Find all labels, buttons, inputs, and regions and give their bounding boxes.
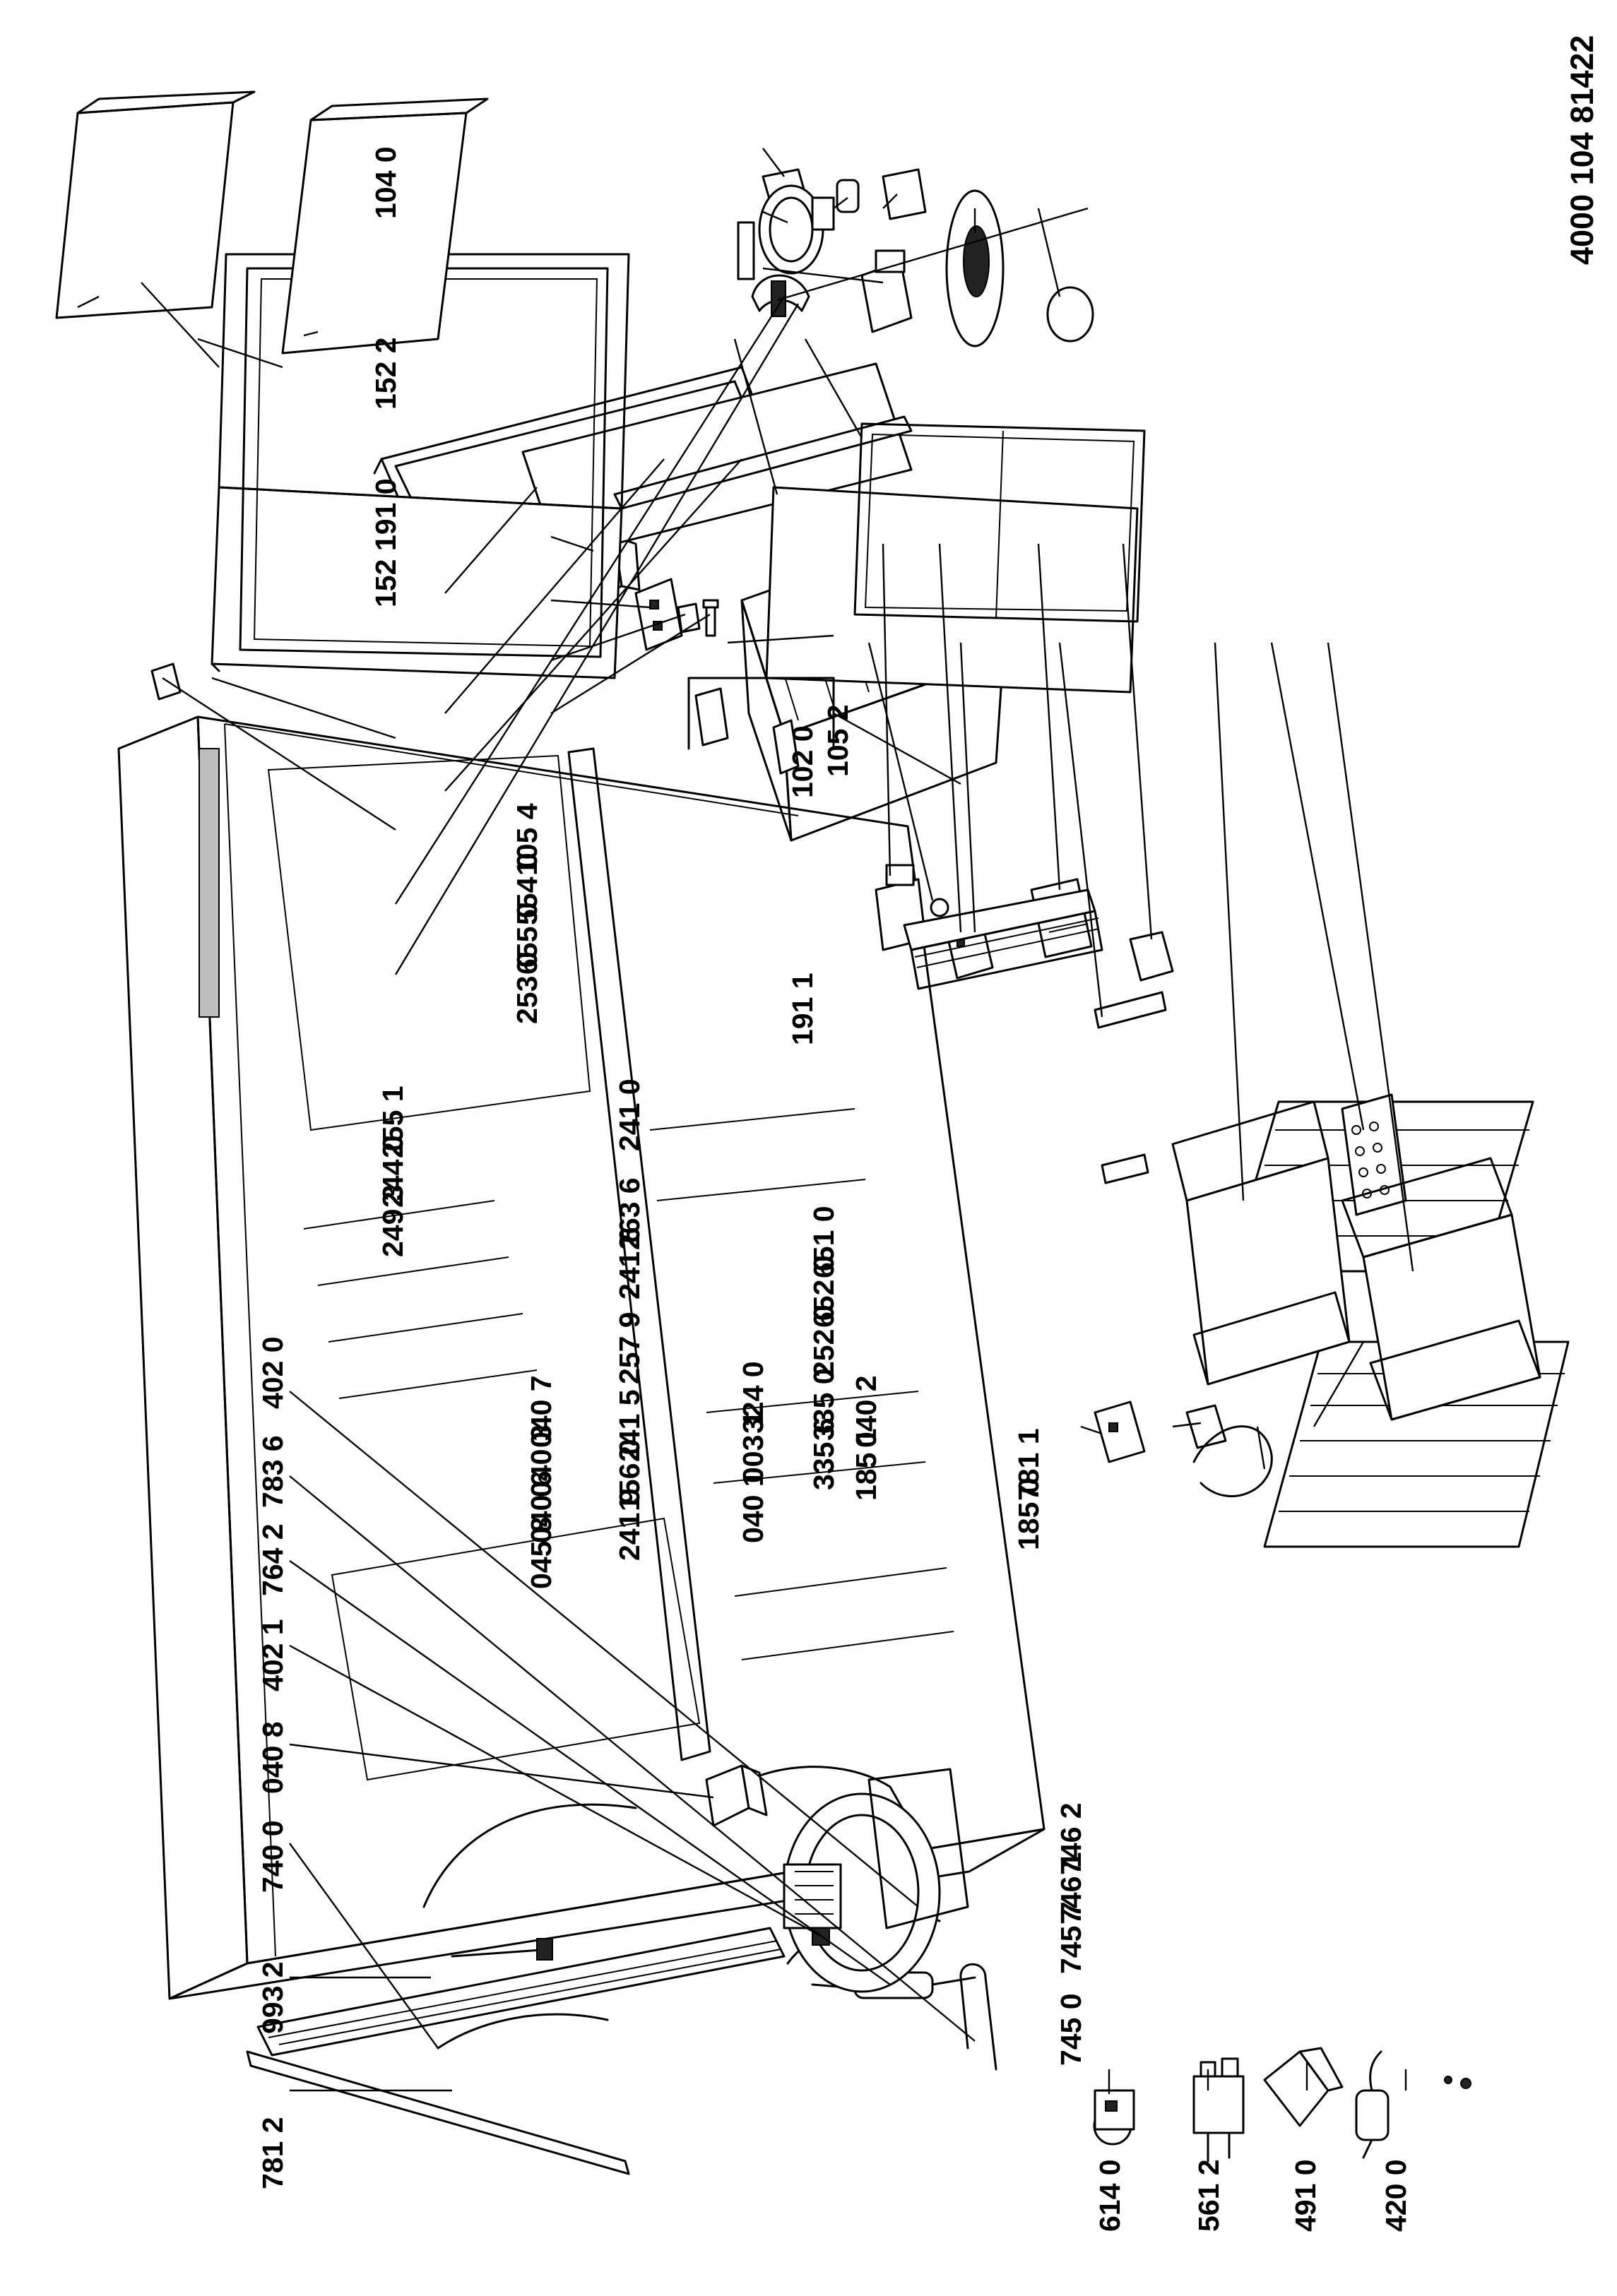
middle-hinge-0403	[634, 578, 683, 651]
label-4200: 420 0	[1380, 2159, 1412, 2232]
label-5540: 554 0	[511, 852, 543, 925]
label-0402: 040 2	[850, 1375, 882, 1448]
foot-1850	[1129, 931, 1174, 982]
label-7836: 783 6	[256, 1435, 289, 1508]
capacitor-420	[1355, 2050, 1471, 2159]
label-1040: 104 0	[369, 146, 402, 219]
label-0031: 003 1	[737, 1410, 769, 1483]
cabinet-body	[117, 715, 1046, 2000]
cover-491	[1263, 2047, 1344, 2127]
door-balcony-1522	[55, 90, 256, 319]
wire-7457	[1192, 1425, 1273, 1497]
cover-7462	[1094, 1400, 1146, 1463]
relay-614	[1093, 2089, 1135, 2146]
label-7457: 745 7	[1055, 1901, 1087, 1974]
freezer-door-1020	[765, 486, 1139, 694]
label-3350: 335 0	[807, 1368, 840, 1441]
label-5612: 561 2	[1192, 2159, 1225, 2232]
label-6550: 655 0	[511, 902, 543, 975]
label-7642: 764 2	[256, 1523, 289, 1596]
label-1911: 191 1	[786, 972, 819, 1045]
clip-7461	[1185, 1404, 1227, 1449]
label-6520: 652 0	[807, 1255, 840, 1328]
label-7811: 781 1	[1012, 1428, 1045, 1501]
compressor	[783, 1768, 969, 1993]
label-1054: 105 4	[511, 803, 543, 876]
label-7450: 745 0	[1055, 1993, 1087, 2066]
label-2636: 263 6	[613, 1177, 646, 1250]
lamp-holder-6520	[882, 168, 927, 220]
sensor-6550	[737, 221, 755, 280]
lamp-6510	[836, 179, 860, 213]
condenser	[256, 1927, 786, 2057]
freezer-drawer-2419	[1341, 1157, 1541, 1421]
flap-2416	[903, 888, 1103, 990]
label-1560: 156 0	[613, 1439, 646, 1511]
label-3240: 324 0	[737, 1361, 769, 1434]
label-1522: 152 2	[369, 337, 402, 410]
label-1020: 102 0	[786, 725, 819, 798]
label-2579: 257 9	[613, 1311, 646, 1384]
label-0407: 040 7	[525, 1375, 557, 1448]
knob-3350	[1046, 286, 1094, 343]
long-rod	[246, 2050, 630, 2175]
label-7462: 746 2	[1055, 1802, 1087, 1875]
label-1851: 185 1	[850, 1428, 882, 1501]
label-1052: 105 2	[822, 704, 854, 777]
label-4020: 402 0	[256, 1336, 289, 1409]
label-1910: 191 0	[369, 478, 402, 551]
hinge-cap-1054	[150, 662, 182, 701]
cover-5540	[758, 184, 835, 275]
label-0401: 040 1	[737, 1470, 769, 1543]
label-4021: 402 1	[256, 1619, 289, 1691]
seal-3356	[771, 280, 786, 317]
label-9932: 993 2	[256, 1961, 289, 2034]
label-2520: 252 0	[807, 1304, 840, 1377]
label-6510: 651 0	[807, 1206, 840, 1278]
door-balcony-1521	[281, 97, 489, 355]
egg-tray-1560	[1341, 1093, 1407, 1216]
label-7812: 781 2	[256, 2117, 289, 2189]
label-3356: 335 6	[807, 1417, 840, 1490]
top-hinge-0401	[860, 249, 913, 333]
door-gasket-1910	[239, 267, 609, 658]
crisper-drawer-2415	[1171, 1100, 1351, 1386]
part-labels: 781 2 993 2 740 0 040 8 402 1 764 2 783 …	[256, 146, 1412, 2232]
rail-2579	[1094, 991, 1167, 1184]
label-4910: 491 0	[1289, 2159, 1322, 2232]
stopper-2636	[930, 898, 949, 917]
label-0406: 040 6	[525, 1470, 557, 1543]
label-0408: 040 8	[256, 1721, 289, 1794]
label-2493: 249 3	[377, 1184, 409, 1257]
drain-pipe-assembly	[422, 1803, 637, 2050]
label-1850: 185 0	[1012, 1477, 1045, 1550]
label-2440: 244 0	[377, 1135, 409, 1208]
tube-clip	[959, 1963, 997, 2071]
label-1521: 152 1	[369, 535, 402, 607]
label-2416: 241 6	[613, 1227, 646, 1299]
label-7400: 740 0	[256, 1820, 289, 1893]
label-2410: 241 0	[613, 1078, 646, 1151]
pin-0458	[702, 599, 719, 637]
label-2551: 255 1	[377, 1085, 409, 1158]
label-7461: 746 1	[1055, 1852, 1087, 1925]
label-2415: 241 5	[613, 1389, 646, 1462]
document-number: 4000 104 81422	[1564, 35, 1600, 265]
handle-bracket-1052	[687, 677, 835, 775]
label-2530: 253 0	[511, 951, 543, 1024]
label-2419: 241 9	[613, 1488, 646, 1561]
label-0458: 045 8	[525, 1516, 557, 1589]
thermal-protector-561	[1192, 2057, 1245, 2163]
label-6140: 614 0	[1094, 2159, 1126, 2232]
leader-lines	[77, 148, 1414, 2094]
hinge-bracket-0408	[705, 1764, 768, 1827]
label-0403: 040 3	[525, 1424, 557, 1497]
